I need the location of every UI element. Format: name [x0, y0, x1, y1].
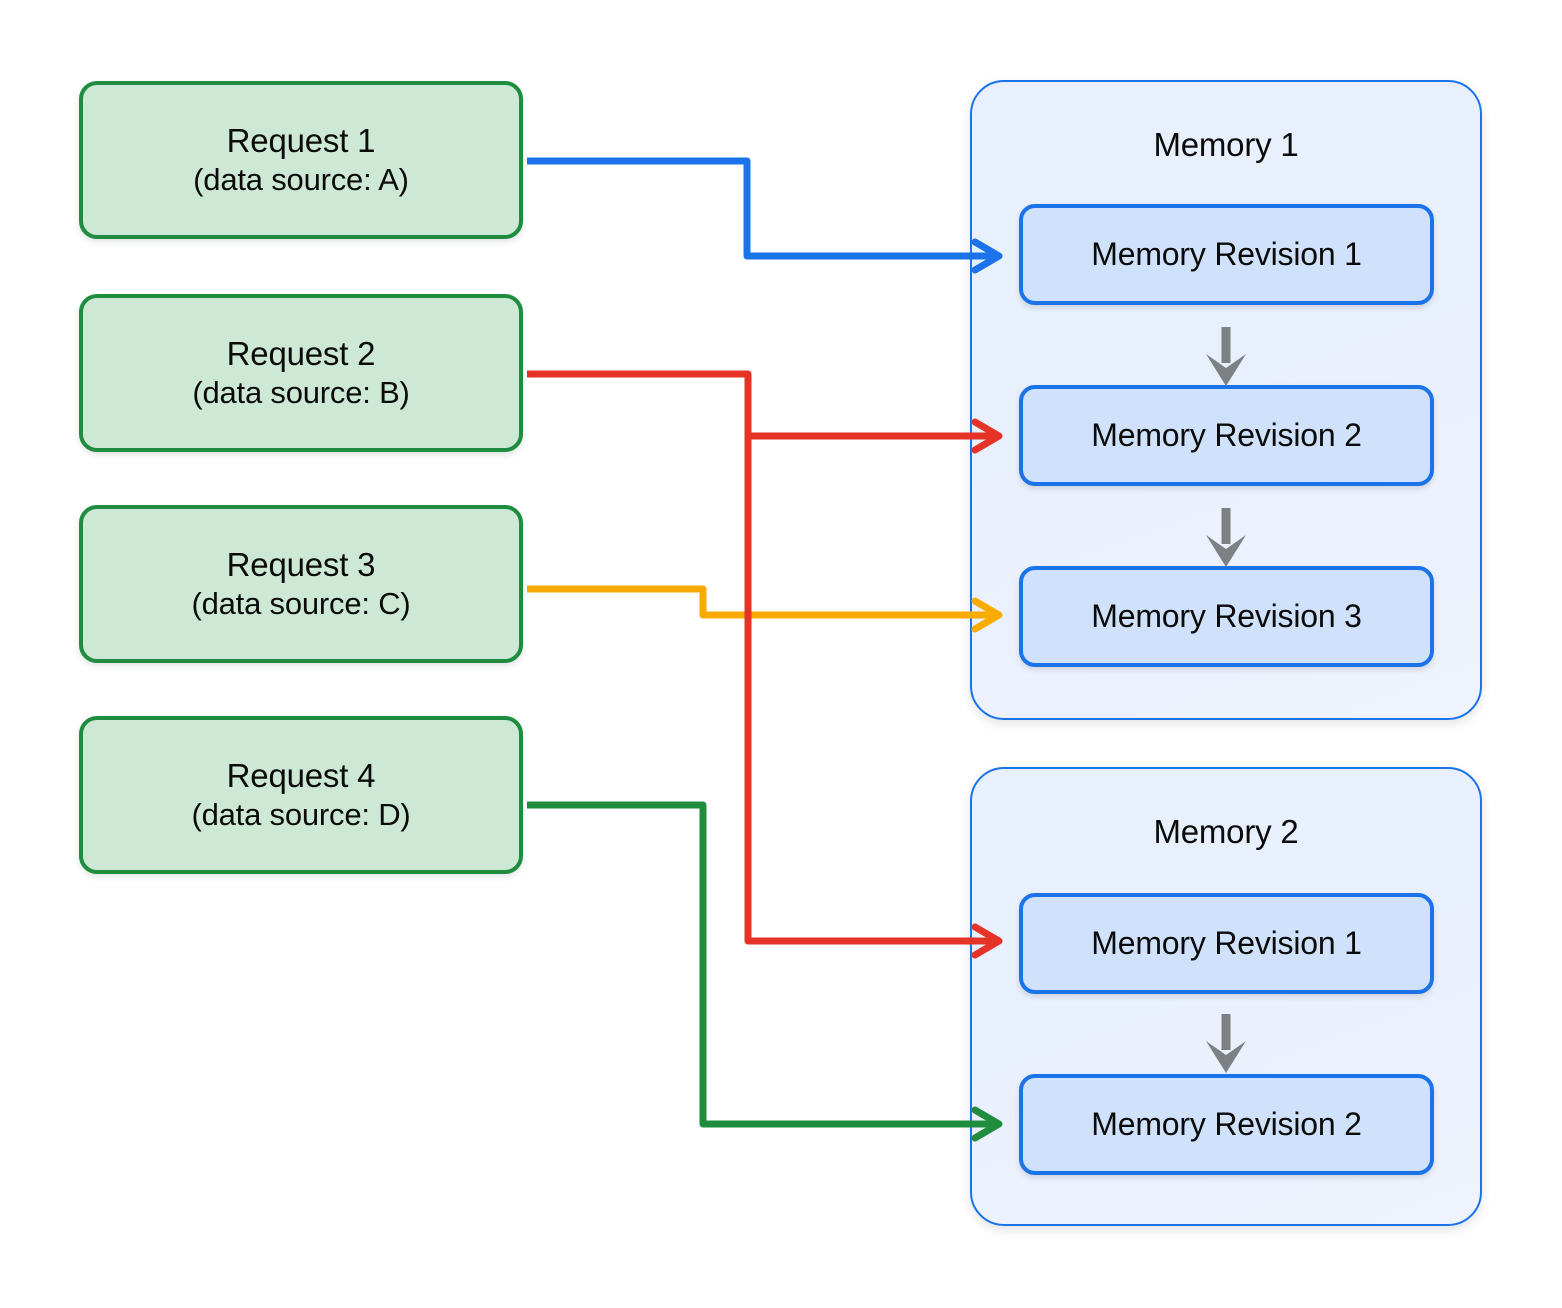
- request-box-2[interactable]: Request 2 (data source: B): [79, 294, 523, 452]
- connector-request-3: [527, 585, 1003, 633]
- memory-title: Memory 2: [1153, 813, 1299, 850]
- memory-1-revision-2[interactable]: Memory Revision 2: [1019, 385, 1434, 486]
- request-box-1[interactable]: Request 1 (data source: A): [79, 81, 523, 239]
- revision-label: Memory Revision 1: [1091, 925, 1362, 961]
- memory-container-1[interactable]: Memory 1 Memory Revision 1 Memory Revisi…: [970, 80, 1482, 720]
- revision-label: Memory Revision 2: [1091, 1106, 1362, 1142]
- request-title: Request 3: [226, 545, 376, 583]
- request-title: Request 1: [226, 121, 376, 159]
- request-box-3[interactable]: Request 3 (data source: C): [79, 505, 523, 663]
- memory-container-2[interactable]: Memory 2 Memory Revision 1 Memory Revisi…: [970, 767, 1482, 1226]
- request-source: (data source: D): [191, 797, 411, 833]
- memory-title: Memory 1: [1153, 126, 1299, 163]
- request-source: (data source: B): [192, 375, 410, 411]
- request-source: (data source: A): [193, 162, 409, 198]
- connector-request-1: [527, 157, 1003, 274]
- memory-2-revision-1[interactable]: Memory Revision 1: [1019, 893, 1434, 994]
- memory-2-revision-2[interactable]: Memory Revision 2: [1019, 1074, 1434, 1175]
- revision-label: Memory Revision 2: [1091, 417, 1362, 453]
- request-title: Request 4: [226, 756, 376, 794]
- memory-1-revision-1[interactable]: Memory Revision 1: [1019, 204, 1434, 305]
- connector-request-4: [527, 801, 1003, 1142]
- request-title: Request 2: [226, 334, 376, 372]
- revision-label: Memory Revision 3: [1091, 598, 1362, 634]
- revision-label: Memory Revision 1: [1091, 236, 1362, 272]
- request-source: (data source: C): [191, 586, 411, 622]
- connector-request-2: [527, 370, 1003, 959]
- memory-1-revision-3[interactable]: Memory Revision 3: [1019, 566, 1434, 667]
- request-box-4[interactable]: Request 4 (data source: D): [79, 716, 523, 874]
